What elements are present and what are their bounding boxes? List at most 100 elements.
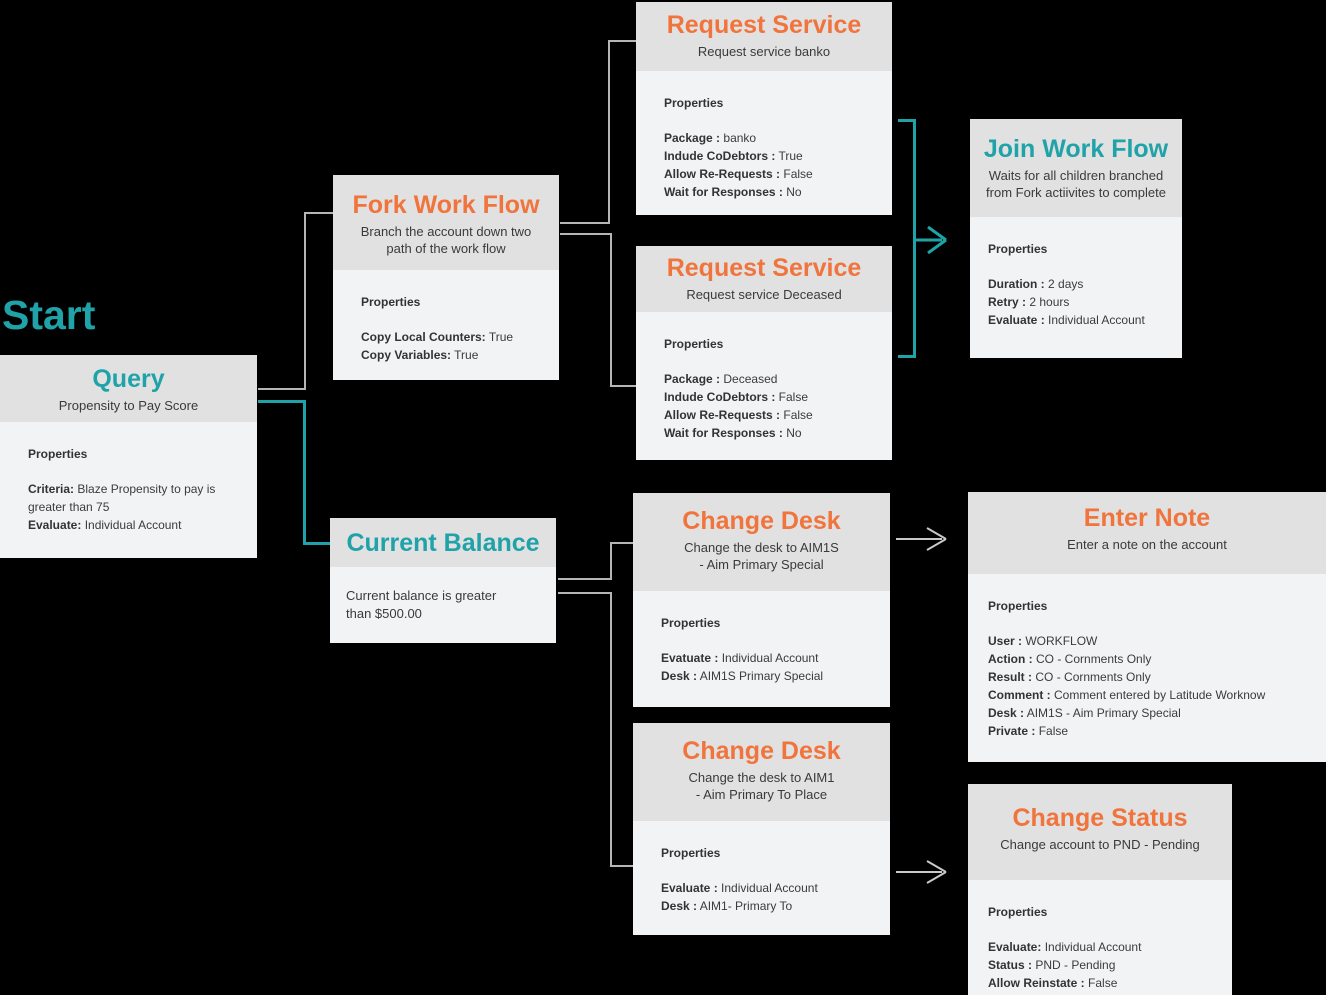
property-package: Package : banko (664, 131, 757, 145)
connector-requests-to-join (898, 355, 916, 358)
node-title: Change Status (1012, 804, 1188, 832)
property-user: User : WORKFLOW (988, 634, 1098, 648)
node-change-desk-aim1[interactable]: Change Desk Change the desk to AIM1 - Ai… (633, 723, 890, 935)
properties-heading: Properties (661, 846, 721, 860)
node-fork-work-flow[interactable]: Fork Work Flow Branch the account down t… (333, 175, 559, 380)
property-criteria: Criteria: Blaze Propensity to pay is gre… (28, 482, 216, 514)
arrow-to-join-icon (914, 225, 947, 255)
node-body: Properties Evatuate : Individual Account… (633, 591, 890, 685)
node-subtitle: Change the desk to AIM1S - Aim Primary S… (684, 540, 839, 572)
property-include-codebtors: Indude CoDebtors : True (664, 149, 803, 163)
node-title: Current Balance (346, 529, 540, 557)
connector-balance-to-change-desk-aim1 (558, 592, 612, 594)
property-evaluate: Evaluate: Individual Account (988, 940, 1142, 954)
node-subtitle: Enter a note on the account (1067, 537, 1227, 552)
property-include-codebtors: Indude CoDebtors : False (664, 390, 809, 404)
connector-query-to-fork (304, 212, 333, 214)
node-header: Fork Work Flow Branch the account down t… (333, 175, 559, 270)
property-wait-for-responses: Wait for Responses : No (664, 185, 802, 199)
property-evaluate: Evatuate : Individual Account (661, 651, 819, 665)
node-join-work-flow[interactable]: Join Work Flow Waits for all children br… (970, 119, 1182, 358)
node-title: Request Service (666, 11, 862, 39)
node-body: Properties Evaluate : Individual Account… (633, 821, 890, 915)
connector-fork-to-request-deceased (560, 233, 612, 235)
node-title: Change Desk (682, 507, 841, 535)
node-title: Query (92, 365, 165, 393)
node-current-balance[interactable]: Current Balance Current balance is great… (330, 518, 556, 643)
node-subtitle: Branch the account down two path of the … (360, 224, 532, 256)
properties-heading: Properties (361, 295, 421, 309)
arrow-change-desk-to-change-status-icon (896, 860, 947, 884)
property-evaluate: Evaluate : Individual Account (661, 881, 818, 895)
property-wait-for-responses: Wait for Responses : No (664, 426, 802, 440)
property-copy-variables: Copy Variables: True (361, 348, 479, 362)
connector-fork-to-request-deceased (610, 385, 636, 387)
arrow-change-desk-to-enter-note-icon (896, 527, 947, 551)
node-body: Properties Copy Local Counters: True Cop… (333, 270, 559, 364)
property-allow-rerequests: Allow Re-Requests : False (664, 408, 813, 422)
properties-heading: Properties (988, 599, 1048, 613)
connector-query-to-current-balance (303, 400, 306, 545)
property-desk: Desk : AIM1S Primary Special (661, 669, 824, 683)
node-enter-note[interactable]: Enter Note Enter a note on the account P… (968, 492, 1326, 762)
property-desk: Desk : AIM1- Primary To (661, 899, 793, 913)
connector-balance-to-change-desk-aim1 (610, 865, 633, 867)
property-duration: Duration : 2 days (988, 277, 1084, 291)
node-body: Properties User : WORKFLOW Action : CO -… (968, 574, 1326, 740)
connector-balance-to-change-desk-aim1 (610, 592, 612, 867)
node-request-service-banko[interactable]: Request Service Request service banko Pr… (636, 2, 892, 215)
properties-heading: Properties (664, 96, 724, 110)
node-request-service-deceased[interactable]: Request Service Request service Deceased… (636, 246, 892, 460)
node-title: Join Work Flow (983, 135, 1169, 163)
node-header: Request Service Request service banko (636, 2, 892, 71)
node-header: Query Propensity to Pay Score (0, 355, 257, 422)
node-header: Request Service Request service Deceased (636, 246, 892, 312)
property-retry: Retry : 2 hours (988, 295, 1070, 309)
property-action: Action : CO - Cornments Only (988, 652, 1152, 666)
property-comment: Comment : Comment entered by Latitude Wo… (988, 688, 1266, 702)
connector-fork-to-request-banko (560, 222, 610, 224)
node-header: Change Desk Change the desk to AIM1S - A… (633, 493, 890, 591)
property-evaluate: Evaluate: Individual Account (28, 518, 182, 532)
property-allow-rerequests: Allow Re-Requests : False (664, 167, 813, 181)
property-package: Package : Deceased (664, 372, 778, 386)
node-subtitle: Propensity to Pay Score (58, 398, 199, 413)
node-subtitle: Change the desk to AIM1 - Aim Primary To… (688, 770, 835, 802)
connector-query-to-fork (258, 388, 306, 390)
properties-heading: Properties (988, 905, 1048, 919)
node-title: Enter Note (1083, 504, 1211, 532)
node-title: Fork Work Flow (352, 191, 540, 219)
node-header: Enter Note Enter a note on the account (968, 492, 1326, 574)
property-copy-local-counters: Copy Local Counters: True (361, 330, 514, 344)
node-subtitle: Request service Deceased (686, 287, 842, 302)
connector-balance-to-change-desk-aim1s (610, 542, 612, 580)
node-body: Properties Package : banko Indude CoDebt… (636, 71, 892, 201)
connector-requests-to-join (898, 119, 916, 122)
node-subtitle: Change account to PND - Pending (1000, 837, 1200, 852)
node-title: Request Service (666, 254, 862, 282)
node-body: Properties Package : Deceased Indude CoD… (636, 312, 892, 442)
property-allow-reinstate: Allow Reinstate : False (988, 976, 1118, 990)
node-body: Properties Duration : 2 days Retry : 2 h… (970, 217, 1182, 329)
node-change-desk-aim1s[interactable]: Change Desk Change the desk to AIM1S - A… (633, 493, 890, 707)
node-body: Properties Criteria: Blaze Propensity to… (0, 422, 257, 534)
node-query[interactable]: Query Propensity to Pay Score Properties… (0, 355, 257, 558)
properties-heading: Properties (664, 337, 724, 351)
properties-heading: Properties (988, 242, 1048, 256)
connector-balance-to-change-desk-aim1s (610, 542, 633, 544)
connector-query-to-current-balance (258, 400, 306, 403)
node-header: Join Work Flow Waits for all children br… (970, 119, 1182, 217)
node-subtitle: Waits for all children branched from For… (986, 168, 1166, 200)
node-change-status[interactable]: Change Status Change account to PND - Pe… (968, 784, 1232, 995)
node-body-text: Current balance is greater than $500.00 (346, 588, 497, 621)
node-title: Change Desk (682, 737, 841, 765)
property-status: Status : PND - Pending (988, 958, 1116, 972)
property-private: Private : False (988, 724, 1069, 738)
connector-fork-to-request-banko (608, 40, 610, 224)
properties-heading: Properties (28, 447, 88, 461)
connector-fork-to-request-deceased (610, 233, 612, 387)
connector-balance-to-change-desk-aim1s (558, 578, 612, 580)
start-label: Start (2, 292, 96, 338)
node-header: Change Desk Change the desk to AIM1 - Ai… (633, 723, 890, 821)
